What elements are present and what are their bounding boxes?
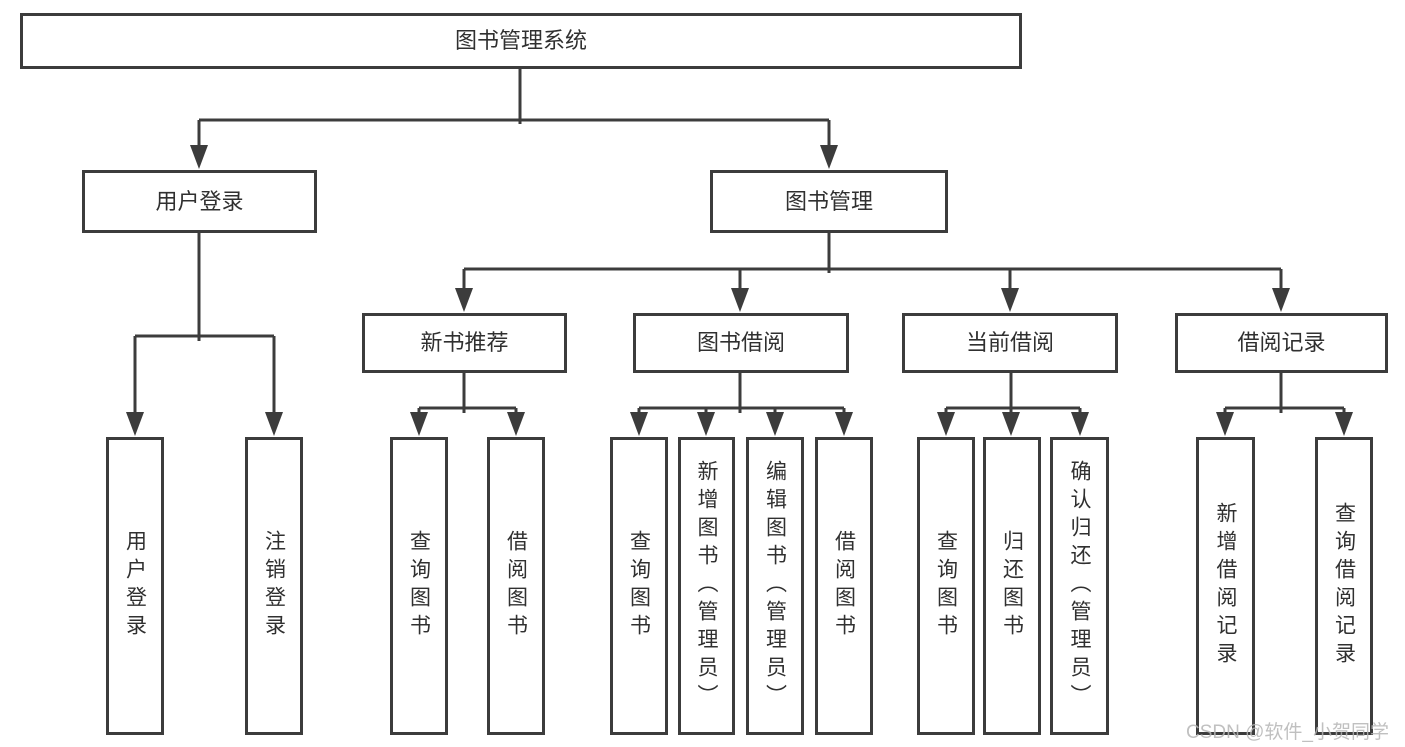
node-borrowing-add-books-admin: 新增图书（管理员） bbox=[678, 437, 735, 735]
node-book-management: 图书管理 bbox=[710, 170, 948, 233]
node-records-query-borrow-record: 查询借阅记录 bbox=[1315, 437, 1373, 735]
node-borrowing-edit-books-admin: 编辑图书（管理员） bbox=[746, 437, 804, 735]
node-current-return-books: 归还图书 bbox=[983, 437, 1041, 735]
node-library-management-system: 图书管理系统 bbox=[20, 13, 1022, 69]
watermark: CSDN @软件_小贺同学 bbox=[1186, 722, 1389, 743]
node-logout-leaf: 注销登录 bbox=[245, 437, 303, 735]
node-user-login: 用户登录 bbox=[82, 170, 317, 233]
node-current-borrowing: 当前借阅 bbox=[902, 313, 1118, 373]
node-records-add-borrow-record: 新增借阅记录 bbox=[1196, 437, 1255, 735]
node-borrowing-borrow-books: 借阅图书 bbox=[815, 437, 873, 735]
arrowhead-icons bbox=[126, 145, 1353, 436]
node-current-confirm-return-admin: 确认归还（管理员） bbox=[1050, 437, 1109, 735]
node-book-borrowing: 图书借阅 bbox=[633, 313, 849, 373]
node-user-login-leaf: 用户登录 bbox=[106, 437, 164, 735]
node-recommend-query-books: 查询图书 bbox=[390, 437, 448, 735]
node-new-book-recommendation: 新书推荐 bbox=[362, 313, 567, 373]
node-current-query-books: 查询图书 bbox=[917, 437, 975, 735]
node-borrowing-query-books: 查询图书 bbox=[610, 437, 668, 735]
node-recommend-borrow-books: 借阅图书 bbox=[487, 437, 545, 735]
node-borrowing-records: 借阅记录 bbox=[1175, 313, 1388, 373]
